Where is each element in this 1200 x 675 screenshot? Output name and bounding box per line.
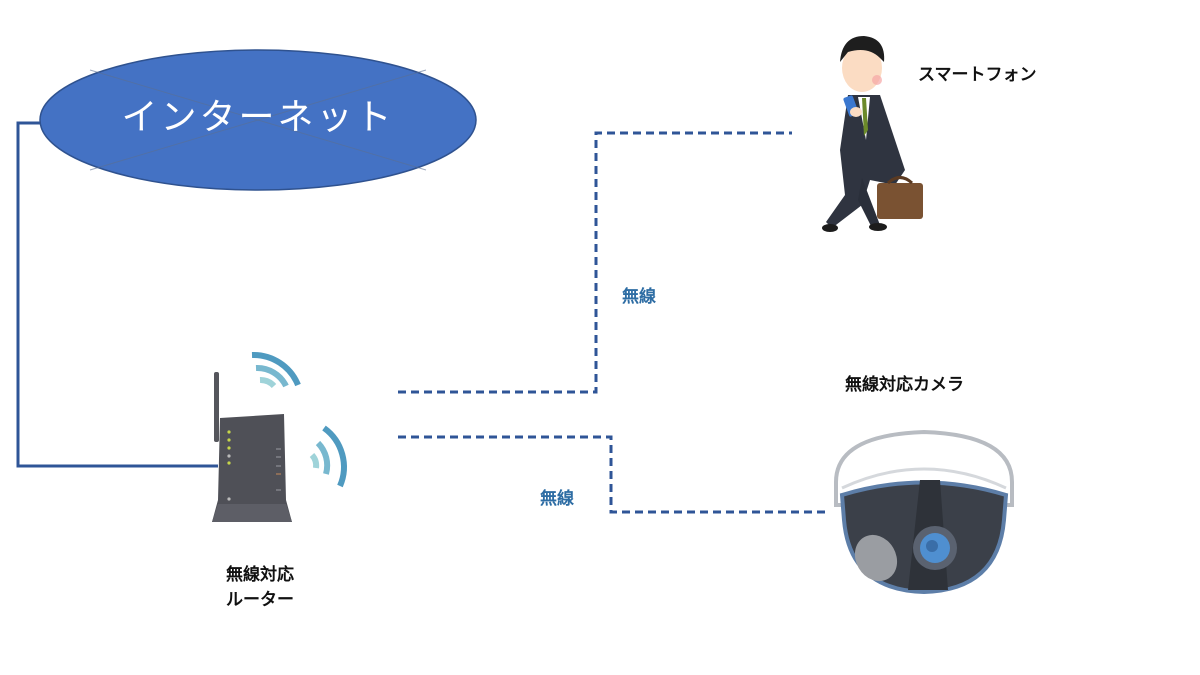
wifi-signal-icon [251,351,347,488]
wired-connection [16,121,218,468]
businessman-smartphone-icon [822,36,923,232]
wireless-link-camera [398,435,826,514]
internet-label: インターネット [121,97,395,138]
wireless-label-camera: 無線 [540,489,574,509]
camera-label: 無線対応カメラ [845,375,964,395]
internet-node [39,49,477,191]
router-label-line2: ルーター [226,590,294,610]
wireless-label-smartphone: 無線 [622,287,656,307]
dome-camera-icon [834,429,1014,595]
wireless-link-smartphone [398,131,792,394]
router-label-line1: 無線対応 [226,565,294,585]
router-icon [212,372,292,522]
smartphone-label: スマートフォン [918,65,1037,85]
